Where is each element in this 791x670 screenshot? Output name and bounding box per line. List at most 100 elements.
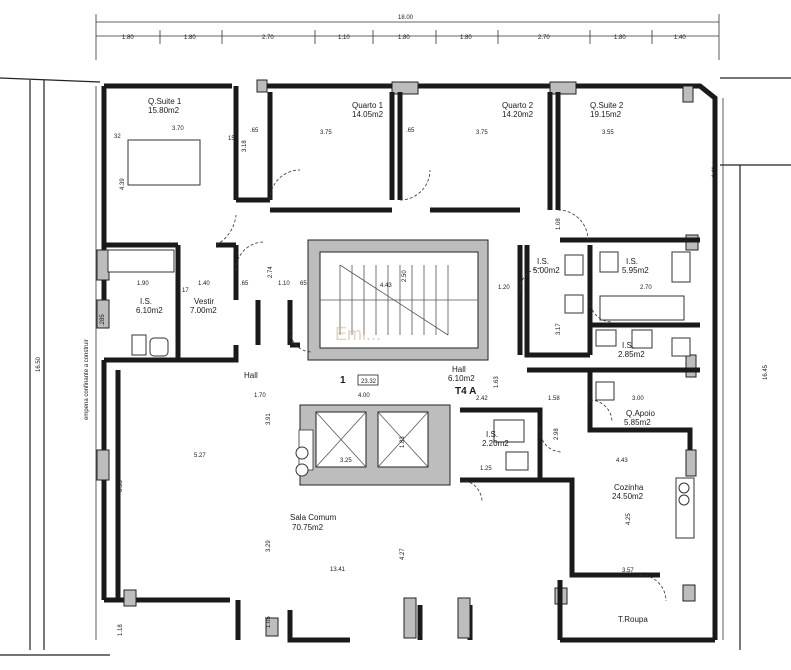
neighbour-strip-right	[720, 77, 791, 650]
room-area-hall: 6.10m2	[448, 374, 475, 383]
room-name-hall: Hall	[452, 365, 466, 374]
dim-190: 1.90	[137, 281, 149, 287]
dim-v-318: 3.18	[242, 140, 248, 152]
dim-top-5: 1.80	[460, 35, 472, 41]
unit-area: 23.32	[361, 379, 377, 385]
dim-1341: 13.41	[330, 567, 346, 573]
dim-v-274: 2.74	[268, 266, 274, 278]
room-name-is-left: I.S.	[140, 297, 152, 306]
room-area-is-c: 2.85m2	[618, 350, 645, 359]
dim-65a: .65	[250, 128, 259, 134]
top-dimension-chain	[95, 14, 720, 60]
dim-242: 2.42	[476, 396, 488, 402]
dim-32: 32	[114, 134, 121, 140]
dim-v-427: 4.27	[400, 548, 406, 560]
dim-v-655: 6.55	[118, 480, 124, 492]
dim-v-317: 3.17	[556, 323, 562, 335]
room-area-is-d: 2.20m2	[482, 439, 509, 448]
dim-300: 3.00	[632, 396, 644, 402]
dim-v-183: 1.83	[400, 436, 406, 448]
room-area-suite2: 19.15m2	[590, 110, 622, 119]
dim-v-1650: 16.50	[36, 356, 42, 372]
dim-top-4: 1.80	[398, 35, 410, 41]
dim-325: 3.25	[340, 458, 352, 464]
dim-65c: .65	[240, 281, 249, 287]
dim-v-163: 1.63	[494, 376, 500, 388]
room-area-quarto1: 14.05m2	[352, 110, 384, 119]
dim-top-8: 1.40	[674, 35, 686, 41]
dim-v-1645: 16.45	[763, 364, 769, 380]
room-area-suite1: 15.80m2	[148, 106, 180, 115]
dim-v-441: 4.41	[712, 166, 718, 178]
dim-top-1: 1.80	[184, 35, 196, 41]
dim-top-7: 1.80	[614, 35, 626, 41]
elevator-block	[298, 404, 451, 486]
dim-top-3: 1.10	[338, 35, 350, 41]
dim-v-250: 2.50	[402, 270, 408, 282]
room-name-is-b: I.S.	[626, 257, 638, 266]
dim-170: 1.70	[254, 393, 266, 399]
door-swings	[215, 169, 667, 602]
room-name-sala: Sala Comum	[290, 513, 337, 522]
dim-158: 1.58	[548, 396, 560, 402]
room-area-is-left: 6.10m2	[136, 306, 163, 315]
dim-v-108: 1.08	[556, 218, 562, 230]
dim-375a: 3.75	[320, 130, 332, 136]
room-name-quarto2: Quarto 2	[502, 101, 534, 110]
dim-top-2: 2.70	[262, 35, 274, 41]
dim-527: 5.27	[194, 453, 206, 459]
room-area-is-b: 5.95m2	[622, 266, 649, 275]
dim-v-439: 4.39	[120, 178, 126, 190]
dim-total-top: 18.00	[398, 15, 414, 21]
dim-125: 1.25	[480, 466, 492, 472]
dim-15: 15	[228, 136, 235, 142]
dim-v-298: 2.98	[554, 428, 560, 440]
dim-v-391: 3.91	[266, 413, 272, 425]
room-name-cozinha: Cozinha	[614, 483, 644, 492]
dim-355: 3.55	[602, 130, 614, 136]
dim-v-105: 1.05	[266, 616, 272, 628]
room-name-quarto1: Quarto 1	[352, 101, 384, 110]
dim-v-285: .285	[100, 314, 106, 326]
dim-443b: 4.43	[616, 458, 628, 464]
room-area-cozinha: 24.50m2	[612, 492, 644, 501]
room-name-is-d: I.S.	[486, 430, 498, 439]
unit-floor: 1	[340, 375, 346, 386]
dim-17: 17	[182, 288, 189, 294]
dim-v-118: 1.18	[118, 624, 124, 636]
room-name-suite2: Q.Suite 2	[590, 101, 624, 110]
dim-140: 1.40	[198, 281, 210, 287]
dim-270: 2.70	[640, 285, 652, 291]
dim-357: 3.57	[622, 568, 634, 574]
dim-400: 4.00	[358, 393, 370, 399]
dim-65d: 65	[300, 281, 307, 287]
unit-label: T4 A	[455, 386, 476, 397]
room-area-sala: 70.75m2	[292, 523, 324, 532]
room-name-suite1: Q.Suite 1	[148, 97, 182, 106]
dim-v-329: 3.29	[266, 540, 272, 552]
room-name-vestir: Vestir	[194, 297, 214, 306]
room-area-vestir: 7.00m2	[190, 306, 217, 315]
room-area-quarto2: 14.20m2	[502, 110, 534, 119]
dim-65b: .65	[406, 128, 415, 134]
dim-375b: 3.75	[476, 130, 488, 136]
watermark-text: Emi...	[335, 324, 381, 344]
room-name-is-c: I.S.	[622, 341, 634, 350]
dim-top-6: 2.70	[538, 35, 550, 41]
side-note: empena confinante a construir	[84, 339, 90, 420]
dim-443: 4.43	[380, 283, 392, 289]
room-area-is-a: 5.00m2	[533, 266, 560, 275]
room-name-is-a: I.S.	[537, 257, 549, 266]
dim-120: 1.20	[498, 285, 510, 291]
room-name-hall-left: Hall	[244, 371, 258, 380]
dim-top-0: 1.80	[122, 35, 134, 41]
dim-110: 1.10	[278, 281, 290, 287]
side-dimension-lines	[95, 86, 724, 640]
neighbour-strip-left	[0, 77, 110, 656]
room-area-qapoio: 5.85m2	[624, 418, 651, 427]
room-name-troupa: T.Roupa	[618, 615, 648, 624]
room-name-qapoio: Q.Apoio	[626, 409, 655, 418]
dim-370: 3.70	[172, 126, 184, 132]
stair-core	[307, 239, 489, 361]
